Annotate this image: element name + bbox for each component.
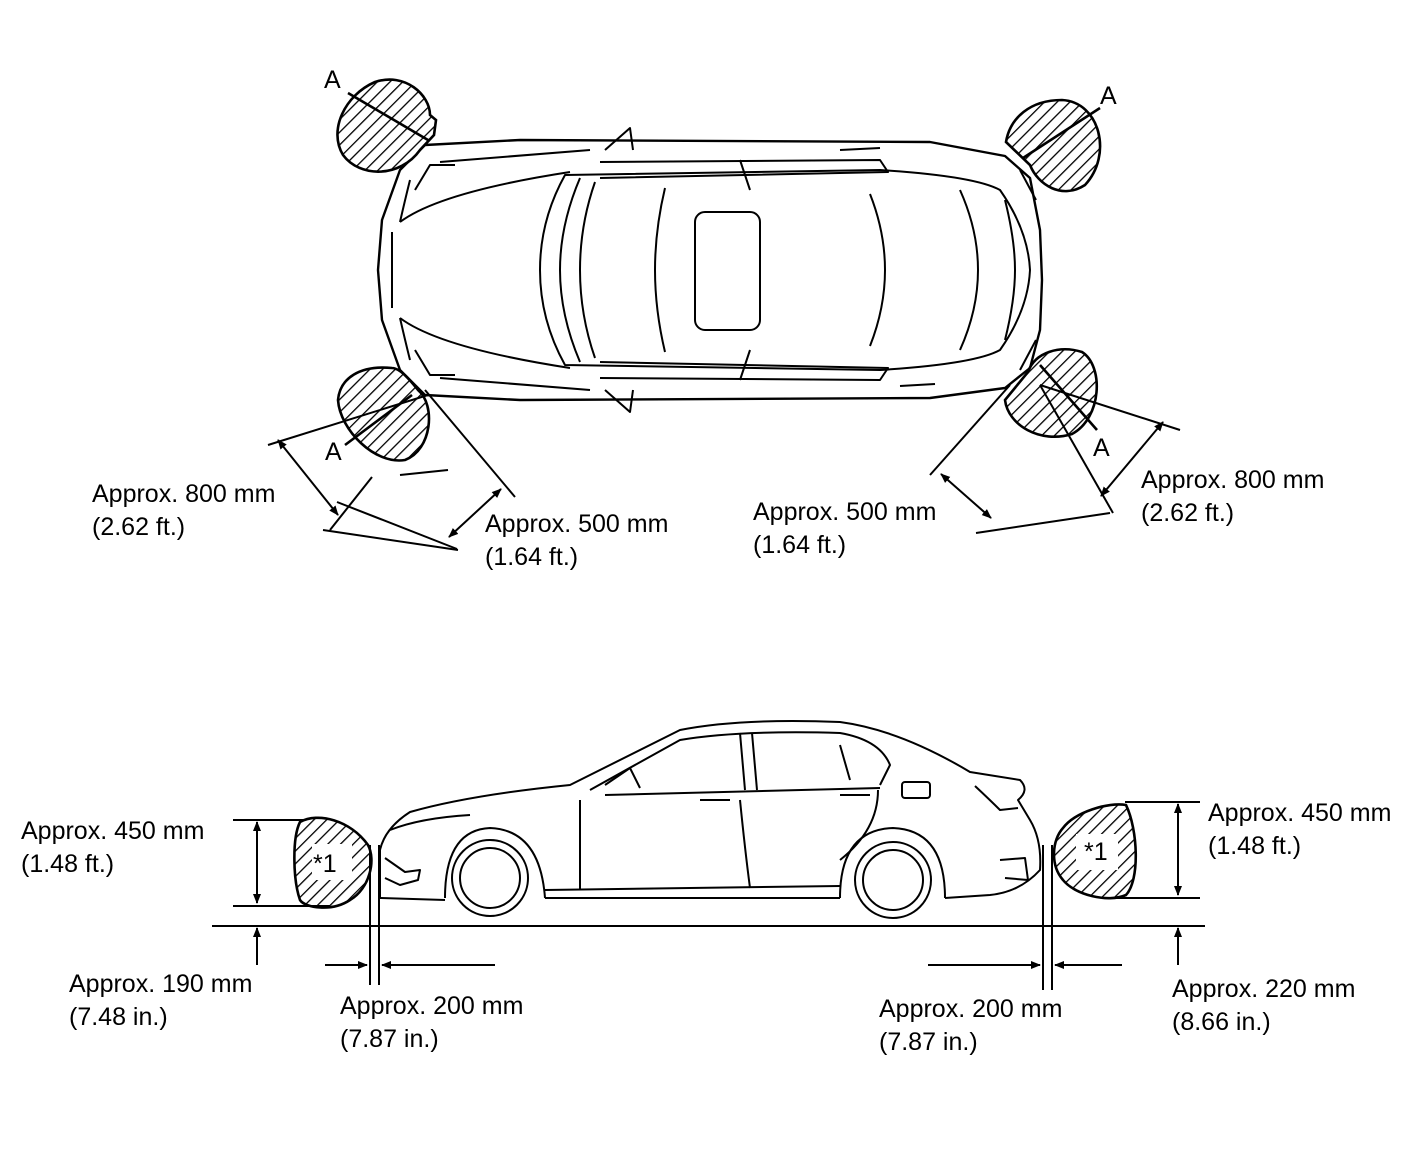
label-metric: Approx. 500 mm: [485, 510, 669, 538]
label-imperial: (8.66 in.): [1172, 1008, 1271, 1036]
label-side-rear-ground: Approx. 220 mm (8.66 in.): [1172, 973, 1355, 1039]
label-imperial: (7.87 in.): [340, 1025, 439, 1053]
label-side-front-ground: Approx. 190 mm (7.48 in.): [69, 968, 252, 1034]
label-metric: Approx. 800 mm: [1141, 466, 1325, 494]
detection-zone-rear-left: [336, 366, 431, 462]
zone-marker-rear-left: A: [325, 438, 342, 466]
label-metric: Approx. 500 mm: [753, 498, 937, 526]
label-metric: Approx. 200 mm: [879, 995, 1063, 1023]
label-imperial: (1.48 ft.): [1208, 832, 1302, 860]
label-imperial: (2.62 ft.): [92, 513, 186, 541]
zone-marker-front-right: A: [1100, 82, 1117, 110]
car-side-view: [212, 720, 1205, 927]
label-metric: Approx. 200 mm: [340, 992, 524, 1020]
zone-marker-rear-right: A: [1093, 434, 1110, 462]
zone-marker-leaders: [344, 91, 1101, 447]
dim-arrow-rear-800: [1100, 421, 1164, 497]
label-metric: Approx. 800 mm: [92, 480, 276, 508]
label-imperial: (1.64 ft.): [753, 531, 847, 559]
dim-arrow-front-500: [448, 488, 502, 538]
zone-marker-side-rear: *1: [1084, 838, 1108, 866]
dim-arrow-front-800: [277, 439, 339, 516]
side-dimension-lines: [233, 801, 1200, 990]
label-imperial: (1.64 ft.): [485, 543, 579, 571]
label-metric: Approx. 220 mm: [1172, 975, 1356, 1003]
label-top-front-500: Approx. 500 mm (1.64 ft.): [485, 508, 668, 574]
label-imperial: (1.48 ft.): [21, 850, 115, 878]
label-side-rear-height: Approx. 450 mm (1.48 ft.): [1208, 797, 1391, 863]
side-detection-zones: [293, 803, 1138, 909]
zone-marker-front-left: A: [324, 66, 341, 94]
label-side-front-gap: Approx. 200 mm (7.87 in.): [340, 990, 523, 1056]
detection-zone-rear-right: [1003, 348, 1099, 439]
label-imperial: (2.62 ft.): [1141, 499, 1235, 527]
label-imperial: (7.87 in.): [879, 1028, 978, 1056]
label-top-rear-800: Approx. 800 mm (2.62 ft.): [1141, 464, 1324, 530]
dim-arrow-rear-500: [940, 473, 992, 519]
label-metric: Approx. 450 mm: [1208, 799, 1392, 827]
car-top-view: [376, 127, 1044, 413]
label-imperial: (7.48 in.): [69, 1003, 168, 1031]
top-dimension-lines: [267, 384, 1181, 551]
label-top-front-800: Approx. 800 mm (2.62 ft.): [92, 478, 275, 544]
detection-zone-front-right: [1004, 98, 1102, 193]
label-side-front-height: Approx. 450 mm (1.48 ft.): [21, 815, 204, 881]
label-metric: Approx. 190 mm: [69, 970, 253, 998]
zone-marker-side-front: *1: [313, 850, 337, 878]
top-detection-zones: [336, 78, 1102, 462]
label-side-rear-gap: Approx. 200 mm (7.87 in.): [879, 993, 1062, 1059]
label-metric: Approx. 450 mm: [21, 817, 205, 845]
label-top-rear-500: Approx. 500 mm (1.64 ft.): [753, 496, 936, 562]
detection-zone-front-left: [336, 78, 438, 173]
